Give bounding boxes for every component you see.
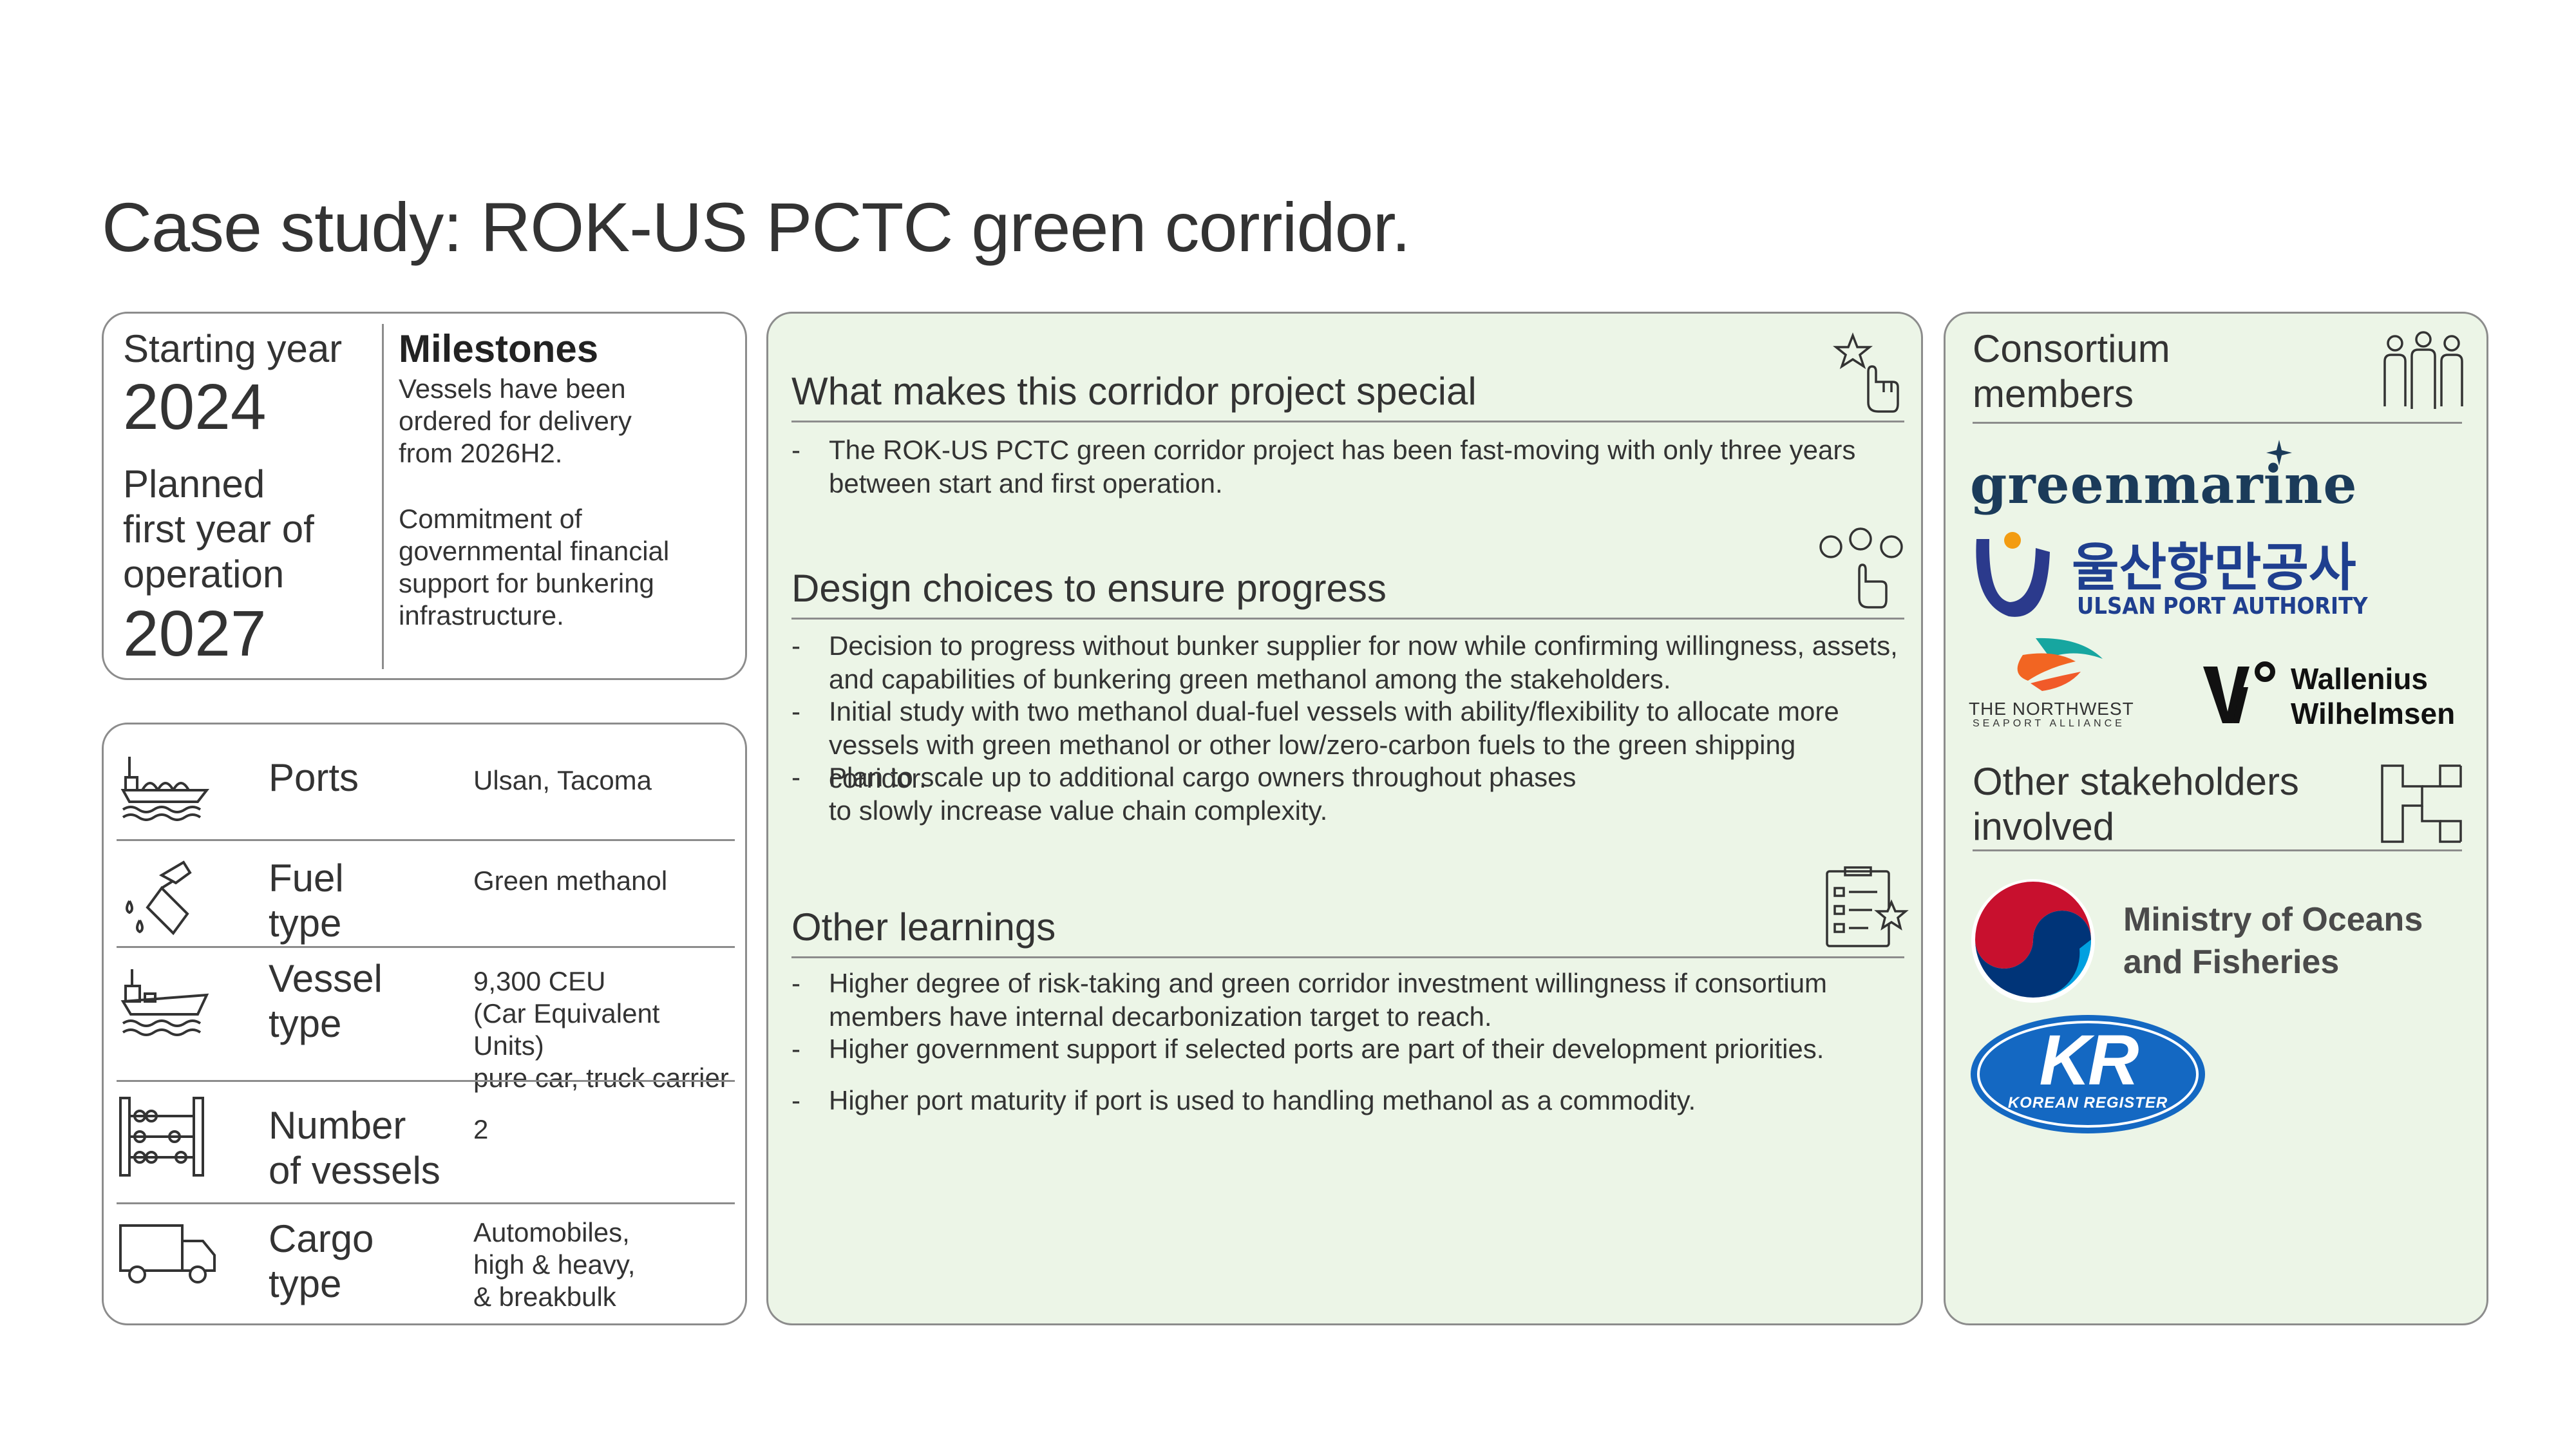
section-title-special: What makes this corridor project special bbox=[791, 370, 1477, 413]
section-divider bbox=[791, 956, 1904, 958]
ulsan-port-authority-logo: 울산항만공사 ULSAN PORT AUTHORITY bbox=[1970, 526, 2382, 623]
consortium-divider bbox=[1973, 422, 2462, 424]
timeline-divider bbox=[382, 324, 384, 669]
starting-year-value: 2024 bbox=[123, 371, 267, 443]
planned-year-value: 2027 bbox=[123, 598, 267, 670]
fact-value: 9,300 CEU(Car Equivalent Units)pure car,… bbox=[473, 966, 729, 1093]
abacus-icon bbox=[119, 1097, 204, 1177]
fact-value: Green methanol bbox=[473, 866, 668, 896]
starting-year-label: Starting year bbox=[123, 327, 343, 370]
sparkle-icon bbox=[2266, 440, 2292, 466]
stakeholders-divider bbox=[1973, 849, 2462, 851]
row-divider bbox=[117, 839, 735, 841]
star-click-icon bbox=[1833, 332, 1899, 413]
taegeuk-emblem-icon bbox=[1971, 879, 2095, 1003]
section-divider bbox=[791, 618, 1904, 620]
wallenius-w-icon bbox=[2203, 661, 2275, 723]
ulsan-emblem-icon bbox=[1976, 532, 2050, 617]
greenmarine-logo: greenmarine bbox=[1970, 440, 2358, 516]
korean-register-logo: KR KOREAN REGISTER bbox=[1969, 1013, 2207, 1135]
section-divider bbox=[791, 421, 1904, 422]
fact-label: Ports bbox=[269, 756, 359, 799]
joined-hands-icon bbox=[2381, 764, 2462, 843]
nwsa-emblem-icon bbox=[2017, 638, 2103, 691]
truck-icon bbox=[119, 1224, 216, 1283]
kr-mark: KR bbox=[2039, 1021, 2139, 1100]
milestone-1: Vessels have been ordered for delivery f… bbox=[399, 374, 632, 468]
section-title-design: Design choices to ensure progress bbox=[791, 567, 1387, 610]
section-title-learnings: Other learnings bbox=[791, 905, 1056, 949]
nwsa-name-line1: THE NORTHWEST bbox=[1969, 699, 2134, 719]
planned-label-line2: first year of bbox=[123, 507, 314, 551]
vessel-icon bbox=[120, 969, 209, 1036]
project-details-card: What makes this corridor project special… bbox=[766, 312, 1923, 1325]
fuel-nozzle-icon bbox=[126, 860, 192, 936]
fact-value: 2 bbox=[473, 1114, 489, 1144]
timeline-card: Starting year 2024 Planned first year of… bbox=[102, 312, 747, 680]
row-divider bbox=[117, 1202, 735, 1204]
checklist-star-icon bbox=[1826, 866, 1909, 947]
ulsan-english-name: ULSAN PORT AUTHORITY bbox=[2077, 593, 2368, 620]
milestone-2: Commitment of governmental financial sup… bbox=[399, 504, 670, 630]
page-title: Case study: ROK-US PCTC green corridor. bbox=[102, 188, 1411, 266]
korean-register-oval bbox=[1971, 1015, 2205, 1133]
row-divider bbox=[117, 946, 735, 948]
fact-value: Automobiles,high & heavy,& breakbulk bbox=[473, 1217, 636, 1312]
nwsa-logo: THE NORTHWEST SEAPORT ALLIANCE bbox=[1969, 636, 2162, 732]
greenmarine-wordmark: greenmarine bbox=[1970, 454, 2358, 516]
kr-name: KOREAN REGISTER bbox=[2007, 1094, 2168, 1112]
ship-port-icon bbox=[120, 757, 210, 821]
row-divider bbox=[117, 1080, 735, 1082]
nwsa-name-line2: SEAPORT ALLIANCE bbox=[1973, 718, 2125, 729]
milestones-heading: Milestones bbox=[399, 327, 599, 370]
planned-label-line1: Planned bbox=[123, 462, 265, 506]
people-group-icon bbox=[2383, 331, 2463, 409]
choices-click-icon bbox=[1819, 527, 1903, 609]
ulsan-korean-name: 울산항만공사 bbox=[2072, 538, 2356, 598]
planned-label-line3: operation bbox=[123, 553, 285, 596]
fact-value: Ulsan, Tacoma bbox=[473, 765, 652, 795]
fact-row-ports: Ports Ulsan, Tacoma bbox=[117, 750, 735, 828]
